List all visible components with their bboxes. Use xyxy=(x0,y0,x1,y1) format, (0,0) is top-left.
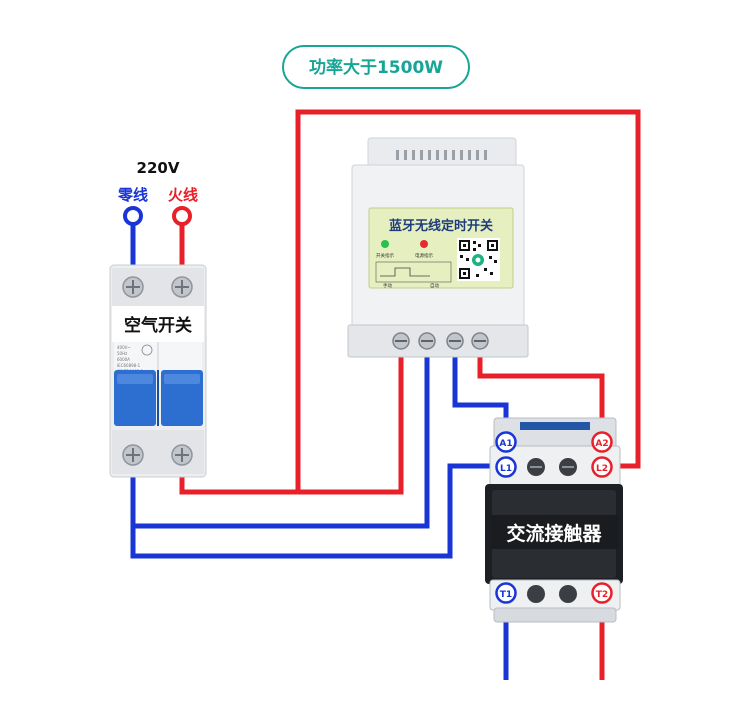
switch-indicator-led xyxy=(381,240,389,248)
air-breaker: 空气开关 400V~ 50Hz 6000A IEC60898-1 GB/T109… xyxy=(109,264,207,478)
bluetooth-timer: 蓝牙无线定时开关 开关指示 电源指示 手动 自动 xyxy=(347,137,529,358)
spec-line: 50Hz xyxy=(117,351,127,356)
neutral-timer-wire xyxy=(130,352,430,529)
terminal-l2: L2 xyxy=(591,456,613,478)
terminal-t1: T1 xyxy=(495,582,517,604)
terminal-l2-label: L2 xyxy=(596,464,608,474)
terminal-a2: A2 xyxy=(591,431,613,453)
live-label: 火线 xyxy=(168,186,198,204)
contactor-label: 交流接触器 xyxy=(506,522,602,545)
led2-label: 电源指示 xyxy=(415,252,433,259)
neutral-main-wire xyxy=(130,463,495,559)
terminal-l1-label: L1 xyxy=(500,464,512,474)
vent-slots xyxy=(396,150,487,160)
live-timer-wire xyxy=(298,352,404,495)
terminal-t1-label: T1 xyxy=(500,590,512,600)
qr-code-icon xyxy=(457,238,500,281)
terminal-a1: A1 xyxy=(495,431,517,453)
neutral-label: 零线 xyxy=(117,186,148,204)
power-badge: 功率大于1500W xyxy=(282,45,470,89)
live-terminal-icon xyxy=(172,206,192,226)
terminal-t2: T2 xyxy=(591,582,613,604)
power-indicator-led xyxy=(420,240,428,248)
neutral-terminal-icon xyxy=(123,206,143,226)
timer-title: 蓝牙无线定时开关 xyxy=(389,218,493,234)
spec-line: 400V~ xyxy=(117,345,131,350)
terminal-a1-label: A1 xyxy=(499,439,512,449)
live-main-wire xyxy=(179,109,641,495)
spec-line: 6000A xyxy=(117,357,130,362)
ac-contactor: 交流接触器 xyxy=(485,417,623,623)
auto-label: 自动 xyxy=(430,282,439,289)
live-control-wire xyxy=(477,352,605,430)
screw-icon xyxy=(527,585,545,603)
ccc-mark-icon xyxy=(141,344,153,356)
terminal-l1: L1 xyxy=(495,456,517,478)
manual-label: 手动 xyxy=(383,282,392,289)
spec-line: IEC60898-1 xyxy=(117,363,141,368)
terminal-a2-label: A2 xyxy=(595,439,608,449)
power-badge-label: 功率大于1500W xyxy=(309,57,443,78)
screw-icon xyxy=(559,585,577,603)
voltage-label: 220V xyxy=(137,159,180,177)
breaker-label: 空气开关 xyxy=(124,315,192,336)
terminal-t2-label: T2 xyxy=(596,590,608,600)
timer-terminals xyxy=(392,332,489,350)
led1-label: 开关指示 xyxy=(376,252,394,259)
